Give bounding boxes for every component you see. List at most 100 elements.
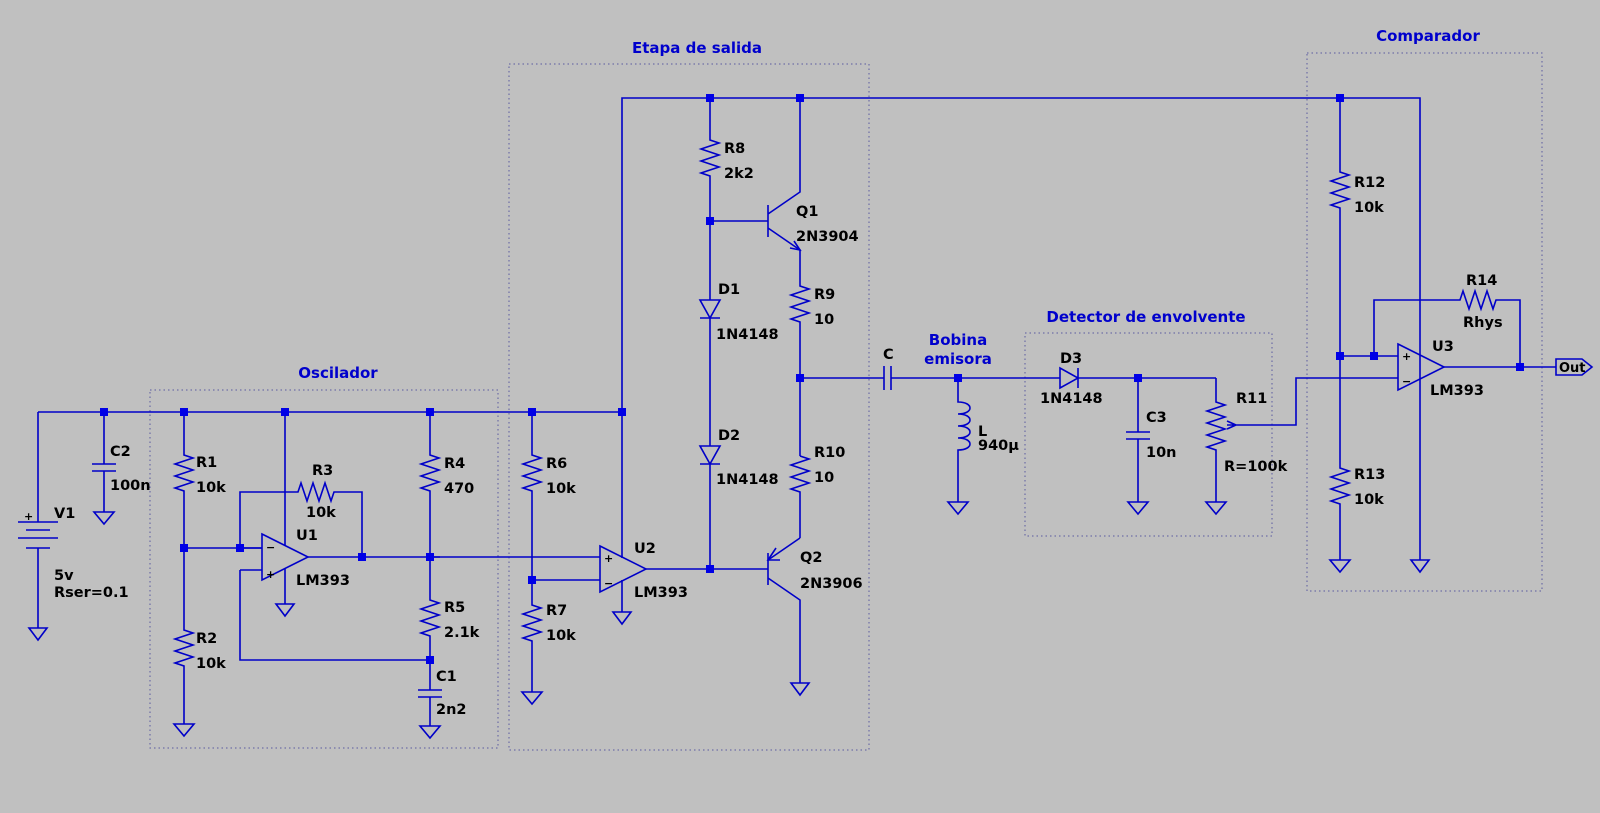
r13-name: R13: [1354, 467, 1385, 483]
q2-name: Q2: [800, 550, 822, 566]
r8-name: R8: [724, 141, 745, 157]
resistor-r6[interactable]: [520, 412, 544, 580]
comparator-u3[interactable]: [1340, 342, 1556, 392]
comparator-u1[interactable]: [240, 480, 440, 618]
v1-value: 5v: [54, 568, 74, 584]
output-port[interactable]: [1555, 358, 1594, 376]
d3-name: D3: [1060, 351, 1082, 367]
v1-rser: Rser=0.1: [54, 585, 129, 601]
diode-d2[interactable]: [698, 445, 722, 569]
r6-value: 10k: [546, 481, 576, 497]
r4-value: 470: [444, 481, 474, 497]
comparator-u2[interactable]: [599, 412, 710, 626]
r14-value: Rhys: [1463, 315, 1503, 331]
diode-d3[interactable]: [1059, 366, 1216, 390]
detector-title: Detector de envolvente: [1046, 308, 1245, 326]
resistor-r8[interactable]: [698, 98, 722, 221]
q1-value: 2N3904: [796, 229, 859, 245]
u2-minus-sign: −: [604, 577, 613, 590]
resistor-r5[interactable]: [418, 557, 442, 660]
c-name: C: [883, 347, 894, 363]
v1-name: V1: [54, 506, 75, 522]
resistor-r13[interactable]: [1328, 356, 1352, 574]
u1-name: U1: [296, 528, 318, 544]
resistor-r3[interactable]: [239, 480, 363, 557]
resistor-r1[interactable]: [172, 412, 196, 548]
diode-d1[interactable]: [698, 221, 722, 446]
u1-minus-sign: −: [266, 541, 275, 554]
junction-nodes: [100, 94, 1524, 664]
transistor-q2[interactable]: [710, 537, 811, 697]
r11-value: R=100k: [1224, 459, 1288, 475]
potentiometer-r11[interactable]: [1204, 377, 1340, 516]
resistor-r7[interactable]: [520, 580, 544, 706]
output-port-label: Out: [1559, 361, 1586, 376]
r5-value: 2.1k: [444, 625, 480, 641]
r3-name: R3: [312, 463, 333, 479]
q2-value: 2N3906: [800, 576, 863, 592]
capacitor-c3[interactable]: [1126, 378, 1150, 516]
battery-plus-sign: +: [24, 510, 33, 523]
r6-name: R6: [546, 456, 567, 472]
r10-name: R10: [814, 445, 845, 461]
capacitor-c2[interactable]: [92, 412, 116, 526]
l-name: L: [978, 424, 987, 440]
top-supply-rail-wire: [621, 97, 1421, 560]
r3-value: 10k: [306, 505, 336, 521]
c2-name: C2: [110, 444, 131, 460]
capacitor-c[interactable]: [883, 366, 1060, 390]
r1-value: 10k: [196, 480, 226, 496]
bobina-title-line1: Bobina: [929, 331, 987, 349]
r2-value: 10k: [196, 656, 226, 672]
inductor-l[interactable]: [946, 378, 971, 516]
u3-minus-sign: −: [1402, 375, 1411, 388]
capacitor-c1[interactable]: [418, 660, 442, 740]
u1-minus-loop-wire: [239, 570, 430, 661]
r12-value: 10k: [1354, 200, 1384, 216]
r7-value: 10k: [546, 628, 576, 644]
comparador-title: Comparador: [1376, 27, 1480, 45]
u3-name: U3: [1432, 339, 1454, 355]
u2-plus-sign: +: [604, 552, 613, 565]
resistor-r12[interactable]: [1328, 98, 1352, 356]
r14-name: R14: [1466, 273, 1497, 289]
r7-name: R7: [546, 603, 567, 619]
c1-name: C1: [436, 669, 457, 685]
u1-value: LM393: [296, 573, 350, 589]
r8-value: 2k2: [724, 166, 754, 182]
r4-name: R4: [444, 456, 465, 472]
c2-value: 100n: [110, 478, 151, 494]
u3-ground-symbol: [1409, 559, 1431, 574]
resistor-r2[interactable]: [172, 548, 196, 738]
transistor-q1[interactable]: [710, 98, 802, 280]
r9-value: 10: [814, 312, 834, 328]
r9-name: R9: [814, 287, 835, 303]
resistor-r9[interactable]: [788, 280, 812, 456]
u3-plus-sign: +: [1402, 350, 1411, 363]
bobina-title-line2: emisora: [924, 350, 992, 368]
d1-name: D1: [718, 282, 740, 298]
r2-name: R2: [196, 631, 217, 647]
r11-name: R11: [1236, 391, 1267, 407]
etapa-salida-section-box: [508, 63, 870, 751]
resistor-r14[interactable]: [1373, 288, 1521, 367]
d1-value: 1N4148: [716, 327, 779, 343]
d2-value: 1N4148: [716, 472, 779, 488]
battery-v1[interactable]: [18, 412, 58, 642]
r5-name: R5: [444, 600, 465, 616]
c3-value: 10n: [1146, 445, 1177, 461]
d2-name: D2: [718, 428, 740, 444]
r12-name: R12: [1354, 175, 1385, 191]
oscilador-title: Oscilador: [298, 364, 378, 382]
resistor-r4[interactable]: [418, 412, 442, 557]
comparador-section-box: [1306, 52, 1543, 592]
r10-value: 10: [814, 470, 834, 486]
resistor-r10[interactable]: [788, 455, 812, 538]
oscilador-section-box: [149, 389, 499, 749]
r1-name: R1: [196, 455, 217, 471]
l-value: 940µ: [978, 438, 1019, 454]
q1-name: Q1: [796, 204, 818, 220]
u2-name: U2: [634, 541, 656, 557]
c3-name: C3: [1146, 410, 1167, 426]
